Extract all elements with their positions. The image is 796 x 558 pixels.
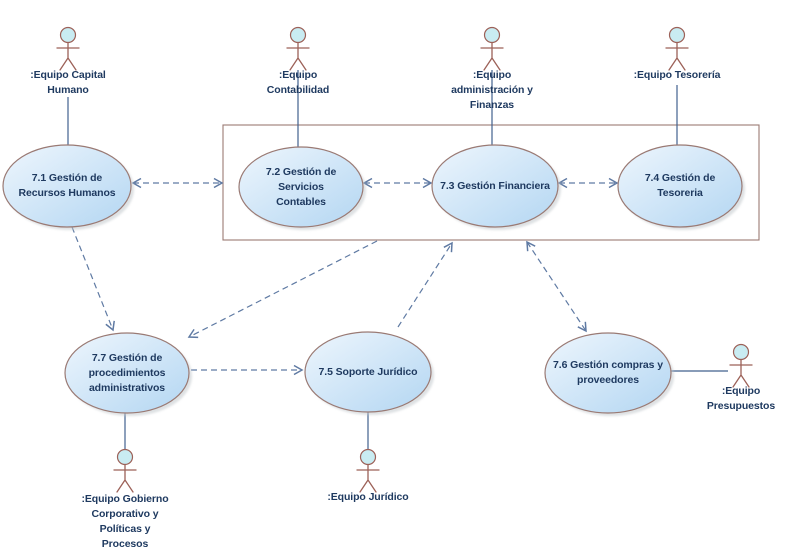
usecase-7-3-ellipse[interactable] xyxy=(431,144,559,228)
usecase-7-6-label: 7.6 Gestión compras y proveedores xyxy=(553,359,663,386)
usecase-7-5-ellipse[interactable] xyxy=(304,331,432,413)
actor-label-equipo-admin-finanzas: :Equipo administración y Finanzas xyxy=(451,69,533,111)
actor-figure-equipo-capital-humano[interactable] xyxy=(56,26,80,71)
connector-7-1-7-7[interactable] xyxy=(71,226,113,330)
actor-figure-equipo-presupuestos[interactable] xyxy=(729,343,753,388)
actor-figure-equipo-admin-finanzas[interactable] xyxy=(480,26,504,71)
usecase-7-2-ellipse[interactable] xyxy=(238,146,364,228)
usecase-7-7-label: 7.7 Gestión de procedimientos administra… xyxy=(88,351,166,394)
actor-figure-equipo-contabilidad[interactable] xyxy=(286,26,310,71)
usecase-7-2-label: 7.2 Gestión de Servicios Contables xyxy=(265,165,337,208)
actor-label-equipo-contabilidad: :Equipo Contabilidad xyxy=(266,69,330,96)
connector-7-3-7-7[interactable] xyxy=(189,240,378,337)
actor-label-equipo-gobierno: :Equipo Gobierno Corporativo y Políticas… xyxy=(81,493,169,550)
usecase-7-4-ellipse[interactable] xyxy=(617,144,743,228)
actor-label-equipo-presupuestos: :Equipo Presupuestos xyxy=(706,385,776,412)
actor-label-equipo-capital-humano: :Equipo Capital Humano xyxy=(30,69,106,96)
usecase-7-5-label: 7.5 Soporte Jurídico xyxy=(318,365,418,378)
usecase-7-1-label: 7.1 Gestión de Recursos Humanos xyxy=(18,172,116,199)
usecase-7-3-label: 7.3 Gestión Financiera xyxy=(440,179,550,192)
usecase-7-1-ellipse[interactable] xyxy=(2,144,132,228)
actor-figure-equipo-gobierno[interactable] xyxy=(113,448,137,493)
actor-label-equipo-juridico: :Equipo Jurídico xyxy=(327,491,409,503)
connector-7-3-7-6[interactable] xyxy=(527,242,586,331)
actor-figure-equipo-juridico[interactable] xyxy=(356,448,380,493)
usecase-7-6-ellipse[interactable] xyxy=(544,332,672,414)
usecase-7-7-ellipse[interactable] xyxy=(64,332,190,414)
connector-7-5-7-3[interactable] xyxy=(397,243,452,328)
actor-label-equipo-tesoreria: :Equipo Tesorería xyxy=(633,69,721,81)
actor-figure-equipo-tesoreria[interactable] xyxy=(665,26,689,71)
usecase-7-4-label: 7.4 Gestión de Tesoreria xyxy=(644,172,716,199)
